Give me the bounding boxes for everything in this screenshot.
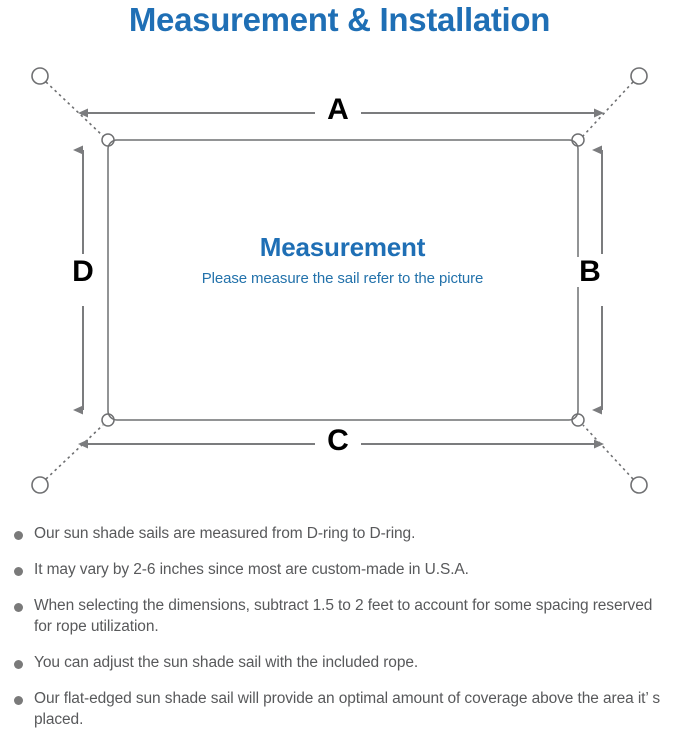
dimension-label-b: B: [573, 257, 607, 287]
bullet-icon: [14, 531, 23, 540]
d-ring-top-left-icon: [101, 133, 115, 147]
list-item: Our flat-edged sun shade sail will provi…: [0, 689, 679, 731]
d-rings: [101, 133, 585, 427]
d-ring-bottom-right-icon: [571, 413, 585, 427]
rope-top-left: [45, 81, 104, 137]
bullet-icon: [14, 695, 23, 705]
rope-bottom-left: [45, 424, 104, 480]
rope-lines: [45, 81, 634, 480]
anchor-bottom-left-icon: [31, 476, 49, 494]
rope-bottom-right: [582, 424, 634, 480]
anchor-bottom-right-icon: [630, 476, 648, 494]
note-text: When selecting the dimensions, subtract …: [34, 596, 653, 635]
page-title: Measurement & Installation: [128, 1, 551, 38]
d-ring-bottom-left-icon: [101, 413, 115, 427]
dimension-label-c: C: [318, 426, 358, 456]
sail-body: [107, 139, 579, 421]
note-text: Our sun shade sails are measured from D-…: [34, 525, 416, 542]
bullet-icon: [14, 602, 23, 612]
note-text: You can adjust the sun shade sail with t…: [34, 653, 419, 671]
note-text: It may vary by 2-6 inches since most are…: [34, 560, 469, 578]
bullet-icon: [14, 659, 23, 669]
list-item: When selecting the dimensions, subtract …: [0, 596, 679, 638]
list-item: You can adjust the sun shade sail with t…: [0, 653, 679, 674]
anchor-top-right-icon: [630, 67, 648, 85]
d-ring-top-right-icon: [571, 133, 585, 147]
dimension-label-a: A: [318, 95, 358, 125]
dimension-arrows: [73, 108, 604, 449]
notes-list: Our sun shade sails are measured from D-…: [0, 524, 679, 745]
anchor-top-left-icon: [31, 67, 49, 85]
note-text: Our flat-edged sun shade sail will provi…: [34, 689, 660, 728]
bullet-icon: [14, 566, 23, 576]
list-item: Our sun shade sails are measured from D-…: [0, 524, 679, 545]
dimension-label-d: D: [66, 257, 100, 287]
rope-top-right: [582, 81, 634, 137]
sail-measurement-diagram: A B C D Measurement Please measure the s…: [0, 48, 679, 518]
list-item: It may vary by 2-6 inches since most are…: [0, 560, 679, 581]
anchor-points: [31, 67, 648, 494]
